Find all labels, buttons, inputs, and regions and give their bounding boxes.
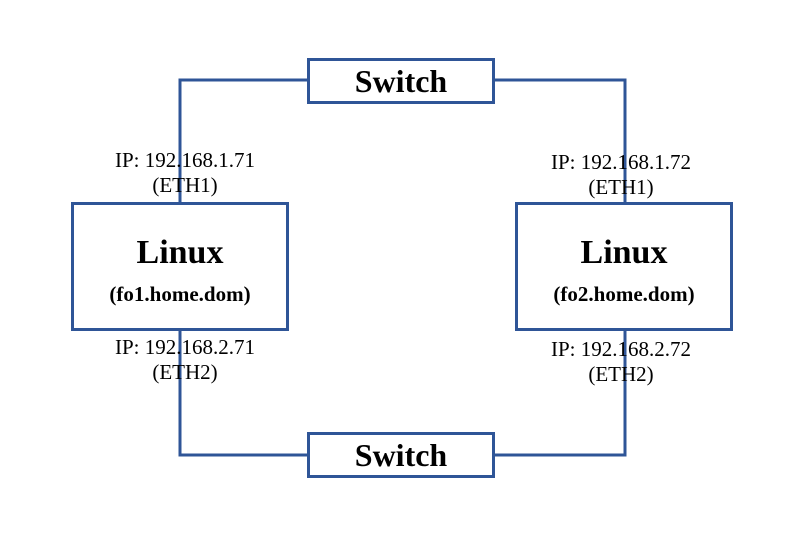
left-eth2-ip: IP: 192.168.2.71 — [114, 335, 255, 359]
top-switch-node: Switch — [307, 58, 495, 104]
wire-bottom-switch-to-right-host — [495, 331, 627, 457]
wire-left-host-to-bottom-switch — [178, 331, 307, 457]
left-eth1-label: IP: 192.168.1.71 (ETH1) — [75, 148, 295, 198]
left-linux-host-node: Linux (fo1.home.dom) — [71, 202, 289, 331]
wire-left-host-to-top-switch — [178, 78, 307, 202]
right-host-hostname: (fo2.home.dom) — [553, 282, 695, 306]
right-eth1-ip: IP: 192.168.1.72 — [550, 150, 691, 174]
left-host-title: Linux — [136, 234, 224, 271]
left-host-hostname: (fo1.home.dom) — [109, 282, 251, 306]
right-eth2-ip: IP: 192.168.2.72 — [550, 337, 691, 361]
right-eth1-name: (ETH1) — [588, 175, 654, 199]
right-eth2-label: IP: 192.168.2.72 (ETH2) — [511, 337, 731, 387]
top-switch-label: Switch — [354, 63, 448, 99]
left-eth2-name: (ETH2) — [152, 360, 218, 384]
bottom-switch-node: Switch — [307, 432, 495, 478]
left-eth2-label: IP: 192.168.2.71 (ETH2) — [75, 335, 295, 385]
right-host-title: Linux — [580, 234, 668, 271]
wire-top-switch-to-right-host — [495, 78, 627, 202]
left-eth1-name: (ETH1) — [152, 173, 218, 197]
right-eth2-name: (ETH2) — [588, 362, 654, 386]
left-eth1-ip: IP: 192.168.1.71 — [114, 148, 255, 172]
right-eth1-label: IP: 192.168.1.72 (ETH1) — [511, 150, 731, 200]
right-linux-host-node: Linux (fo2.home.dom) — [515, 202, 733, 331]
bottom-switch-label: Switch — [354, 437, 448, 473]
